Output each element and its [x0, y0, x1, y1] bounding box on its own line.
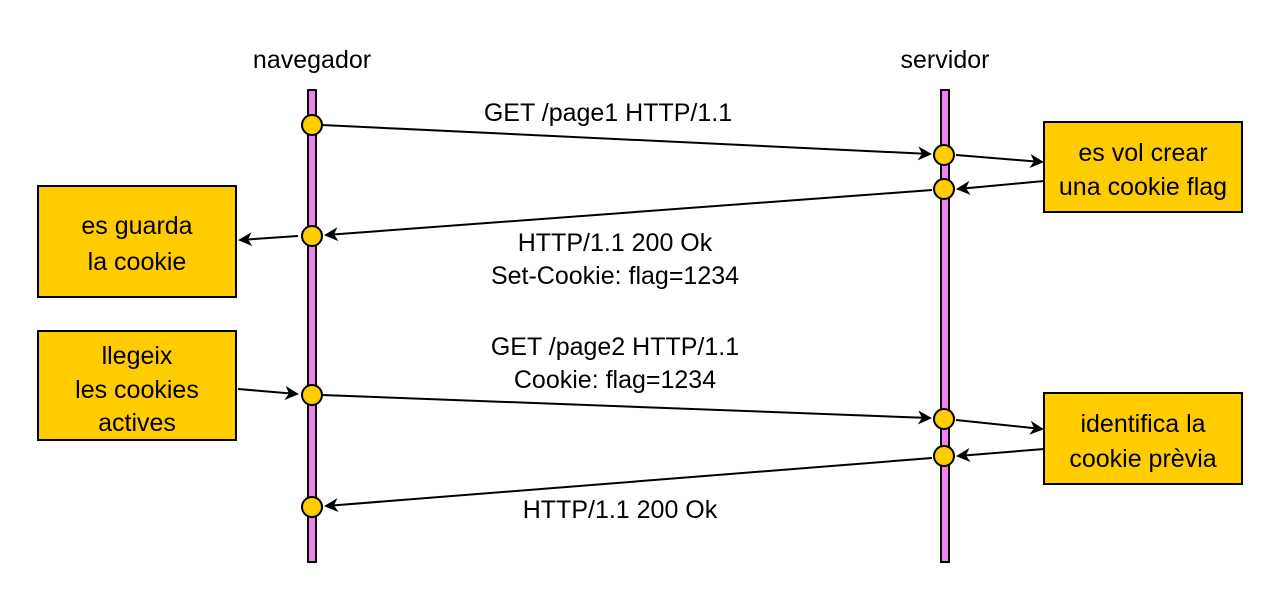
request2-label-line-2: Cookie: flag=1234 — [514, 366, 716, 394]
response1-arrow — [324, 189, 933, 242]
server-node-response1 — [933, 178, 955, 200]
browser-node-request1 — [301, 114, 323, 136]
server-node-request2 — [933, 408, 955, 430]
note-create-cookie: es vol crear una cookie flag — [1043, 121, 1243, 213]
note-read-cookies: llegeix les cookies actives — [37, 330, 237, 441]
browser-node-response2 — [301, 496, 323, 518]
read-note-to-browser-arrow — [237, 386, 299, 400]
note-read-cookies-line-2: les cookies — [75, 376, 199, 404]
response2-arrow — [324, 457, 933, 513]
browser-node-response1 — [301, 225, 323, 247]
server-node-response2 — [933, 445, 955, 467]
note-store-cookie: es guarda la cookie — [37, 185, 237, 298]
request2-arrow — [321, 394, 932, 425]
response1-label-line-2: Set-Cookie: flag=1234 — [491, 262, 739, 290]
note-identify-cookie-line-1: identifica la — [1080, 410, 1205, 438]
request2-label-line-1: GET /page2 HTTP/1.1 — [491, 333, 739, 361]
note-store-cookie-line-2: la cookie — [88, 248, 187, 276]
server-to-note-arrow-1 — [955, 154, 1044, 169]
note-read-cookies-line-1: llegeix — [102, 342, 173, 370]
note-to-server-arrow-2 — [956, 448, 1045, 463]
response2-label: HTTP/1.1 200 Ok — [523, 496, 718, 524]
note-create-cookie-line-1: es vol crear — [1078, 139, 1207, 167]
response1-label-line-1: HTTP/1.1 200 Ok — [518, 229, 713, 257]
browser-lifeline-label: navegador — [253, 46, 371, 74]
request1-label: GET /page1 HTTP/1.1 — [484, 99, 732, 127]
browser-to-store-note-arrow — [238, 232, 299, 247]
browser-node-request2 — [301, 384, 323, 406]
note-store-cookie-line-1: es guarda — [81, 212, 192, 240]
note-identify-cookie: identifica la cookie prèvia — [1043, 392, 1243, 485]
server-lifeline-label: servidor — [901, 46, 990, 74]
server-to-note-arrow-2 — [955, 419, 1044, 435]
server-node-request1 — [933, 144, 955, 166]
request1-arrow — [321, 124, 932, 161]
browser-lifeline — [307, 89, 317, 563]
note-create-cookie-line-2: una cookie flag — [1059, 173, 1227, 201]
note-identify-cookie-line-2: cookie prèvia — [1069, 445, 1216, 473]
server-lifeline — [940, 89, 950, 563]
note-to-server-arrow-1 — [956, 180, 1045, 195]
note-read-cookies-line-3: actives — [98, 409, 176, 437]
